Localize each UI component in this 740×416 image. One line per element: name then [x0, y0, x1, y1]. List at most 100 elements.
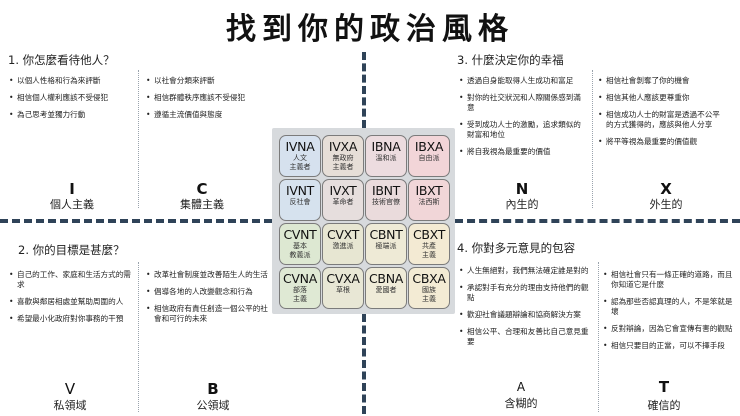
- letter-i: I: [69, 180, 75, 198]
- list-item: 相信政府有責任創造一個公平的社會和可行的未來: [145, 304, 270, 324]
- label-private: 私領域: [53, 399, 87, 412]
- style-code: IBNT: [371, 183, 401, 198]
- list-item: 為己思考並獨力行動: [8, 110, 133, 120]
- list-item: 將平等視為最重要的價值觀: [597, 137, 727, 147]
- list-item: 認為那些否認真理的人，不是笨就是壞: [602, 297, 734, 317]
- style-code: CVXA: [326, 271, 360, 286]
- style-name: 自由派: [418, 154, 440, 162]
- style-code: IBXA: [414, 139, 444, 154]
- label-individualism: 個人主義: [50, 198, 94, 211]
- style-cell-cbxa: CBXA 國族主義: [408, 267, 450, 309]
- list-item: 相信社會只有一條正確的道路，而且你知道它是什麼: [602, 270, 734, 290]
- letter-b: B: [207, 380, 219, 398]
- style-code: IBNA: [371, 139, 401, 154]
- style-code: CVNA: [283, 271, 317, 286]
- list-item: 倡導各地的人改變觀念和行為: [145, 287, 270, 297]
- quadrant-title: 2. 你的目標是甚麼？: [18, 243, 125, 257]
- style-code: CVXT: [326, 227, 360, 242]
- list-item: 希望最小化政府對你事務的干預: [8, 314, 136, 324]
- quadrant-title: 1. 你怎麼看待他人？: [8, 53, 115, 67]
- style-cell-ivxt: IVXT 革命者: [322, 179, 364, 221]
- list-item: 受到成功人士的激勵，追求類似的財富和地位: [458, 120, 586, 140]
- column-divider: [138, 262, 139, 412]
- style-name: 極端派: [375, 242, 397, 250]
- list-item: 相信只要目的正當，可以不擇手段: [602, 341, 734, 351]
- column-divider: [138, 70, 139, 208]
- style-code: CVNT: [283, 227, 317, 242]
- letter-c: C: [196, 180, 208, 198]
- trait-list-public: 改革社會制度並改善陌生人的生活 倡導各地的人改變觀念和行為 相信政府有責任創造一…: [145, 270, 270, 331]
- list-item: 歡迎社會議題辯論和協商解決方案: [458, 310, 596, 320]
- style-name: 無政府主義者: [332, 154, 354, 171]
- style-name: 草根: [336, 286, 350, 294]
- list-item: 喜歡與鄰居相處並幫助周圍的人: [8, 297, 136, 307]
- list-item: 遵循主流價值與態度: [145, 110, 270, 120]
- label-certain: 確信的: [647, 399, 681, 412]
- style-name: 部落主義: [293, 286, 307, 303]
- letter-n: N: [515, 180, 529, 198]
- trait-list-ambiguous: 人生無絕對，我們無法確定誰是對的 承認對手有充分的理由支持他們的觀點 歡迎社會議…: [458, 266, 596, 354]
- style-grid: IVNA 人文主義者 IVXA 無政府主義者 IBNA 溫和派 IBXA 自由派…: [272, 128, 455, 314]
- trait-list-collectivism: 以社會分類來評斷 相信群體秩序應該不受侵犯 遵循主流價值與態度: [145, 76, 270, 127]
- style-cell-cbnt: CBNT 極端派: [365, 223, 407, 265]
- style-code: IVXT: [329, 183, 357, 198]
- list-item: 改革社會制度並改善陌生人的生活: [145, 270, 270, 280]
- list-item: 將自我視為最重要的價值: [458, 147, 586, 157]
- letter-v: V: [64, 380, 76, 398]
- list-item: 以社會分類來評斷: [145, 76, 270, 86]
- label-exogenous: 外生的: [649, 198, 683, 211]
- column-divider: [598, 262, 599, 412]
- list-item: 相信個人權利應該不受侵犯: [8, 93, 133, 103]
- quadrant-title: 3. 什麼決定你的幸福: [457, 53, 564, 67]
- trait-list-individualism: 以個人性格和行為來評斷 相信個人權利應該不受侵犯 為己思考並獨力行動: [8, 76, 133, 127]
- trait-list-endogenous: 透過自身能取得人生成功和富足 對你的社交狀況和人際關係感到滿意 受到成功人士的激…: [458, 76, 586, 164]
- list-item: 相信社會剝奪了你的機會: [597, 76, 727, 86]
- list-item: 人生無絕對，我們無法確定誰是對的: [458, 266, 596, 276]
- style-code: CBNT: [369, 227, 403, 242]
- list-item: 承認對手有充分的理由支持他們的觀點: [458, 283, 596, 303]
- letter-a: A: [516, 380, 526, 394]
- style-code: CBXA: [412, 271, 446, 286]
- trait-list-private: 自己的工作、家庭和生活方式的需求 喜歡與鄰居相處並幫助周圍的人 希望最小化政府對…: [8, 270, 136, 331]
- style-name: 基本教義派: [289, 242, 311, 259]
- style-name: 人文主義者: [289, 154, 311, 171]
- list-item: 以個人性格和行為來評斷: [8, 76, 133, 86]
- style-name: 國族主義: [422, 286, 436, 303]
- style-code: CBXT: [412, 227, 446, 242]
- style-name: 溫和派: [375, 154, 397, 162]
- label-endogenous: 內生的: [505, 198, 539, 211]
- page-title: 找到你的政治風格: [226, 12, 514, 47]
- list-item: 相信公平、合理和友善比自己意見重要: [458, 327, 596, 347]
- style-name: 技術官僚: [372, 198, 400, 206]
- style-cell-ibxt: IBXT 法西斯: [408, 179, 450, 221]
- vertical-divider-bottom: [362, 314, 366, 414]
- style-cell-ivxa: IVXA 無政府主義者: [322, 135, 364, 177]
- list-item: 相信其他人應該更尊重你: [597, 93, 727, 103]
- style-cell-ibna: IBNA 溫和派: [365, 135, 407, 177]
- style-name: 法西斯: [418, 198, 440, 206]
- style-code: IVNT: [285, 183, 315, 198]
- style-code: IVXA: [328, 139, 358, 154]
- horizontal-divider-right: [455, 219, 740, 223]
- column-divider: [592, 70, 593, 208]
- style-cell-ivnt: IVNT 反社會: [279, 179, 321, 221]
- style-cell-ibxa: IBXA 自由派: [408, 135, 450, 177]
- style-cell-cvna: CVNA 部落主義: [279, 267, 321, 309]
- style-cell-cvxt: CVXT 激進派: [322, 223, 364, 265]
- style-code: CBNA: [368, 271, 403, 286]
- trait-list-exogenous: 相信社會剝奪了你的機會 相信其他人應該更尊重你 相信成功人士的財富是透過不公平的…: [597, 76, 727, 154]
- list-item: 相信群體秩序應該不受侵犯: [145, 93, 270, 103]
- style-cell-cbxt: CBXT 共產主義: [408, 223, 450, 265]
- style-cell-cvxa: CVXA 草根: [322, 267, 364, 309]
- label-ambiguous: 含糊的: [504, 397, 538, 410]
- style-name: 激進派: [332, 242, 354, 250]
- list-item: 相信成功人士的財富是透過不公平的方式獲得的，應該與他人分享: [597, 110, 727, 130]
- trait-list-certain: 相信社會只有一條正確的道路，而且你知道它是什麼 認為那些否認真理的人，不是笨就是…: [602, 270, 734, 358]
- label-public: 公領域: [196, 399, 230, 412]
- style-name: 反社會: [289, 198, 311, 206]
- list-item: 反對辯論，因為它會宣傳有害的觀點: [602, 324, 734, 334]
- list-item: 透過自身能取得人生成功和富足: [458, 76, 586, 86]
- quadrant-title: 4. 你對多元意見的包容: [457, 241, 576, 255]
- style-name: 共產主義: [422, 242, 436, 259]
- style-code: IBXT: [415, 183, 443, 198]
